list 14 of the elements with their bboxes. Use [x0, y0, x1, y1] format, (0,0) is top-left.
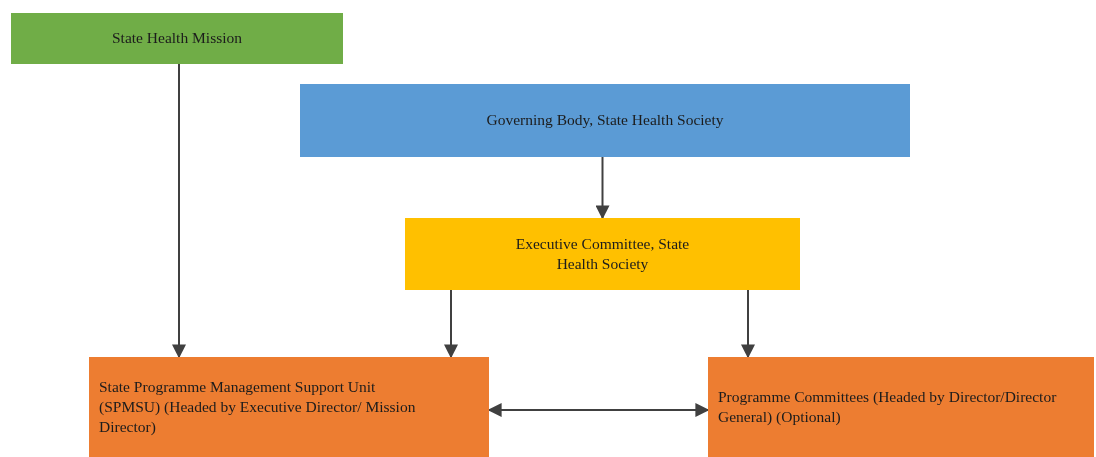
- box-label: State Health Mission: [112, 28, 242, 49]
- org-box: [89, 357, 489, 457]
- arrow: [172, 63, 186, 359]
- org-box: [300, 84, 910, 157]
- arrow: [741, 289, 755, 359]
- org-box: [11, 13, 343, 64]
- box-label: Executive Committee, State Health Society: [514, 233, 691, 274]
- org-box: [405, 218, 800, 290]
- box-label: Governing Body, State Health Society: [486, 110, 724, 131]
- arrow: [595, 156, 610, 220]
- box-label: State Programme Management Support Unit (SPMSU) (Headed by Executive Director/ Mission Director): [99, 376, 417, 438]
- box-label: Programme Committees (Headed by Director/Director General) (Optional): [718, 386, 1058, 427]
- org-box: [708, 357, 1094, 457]
- arrow: [444, 289, 458, 359]
